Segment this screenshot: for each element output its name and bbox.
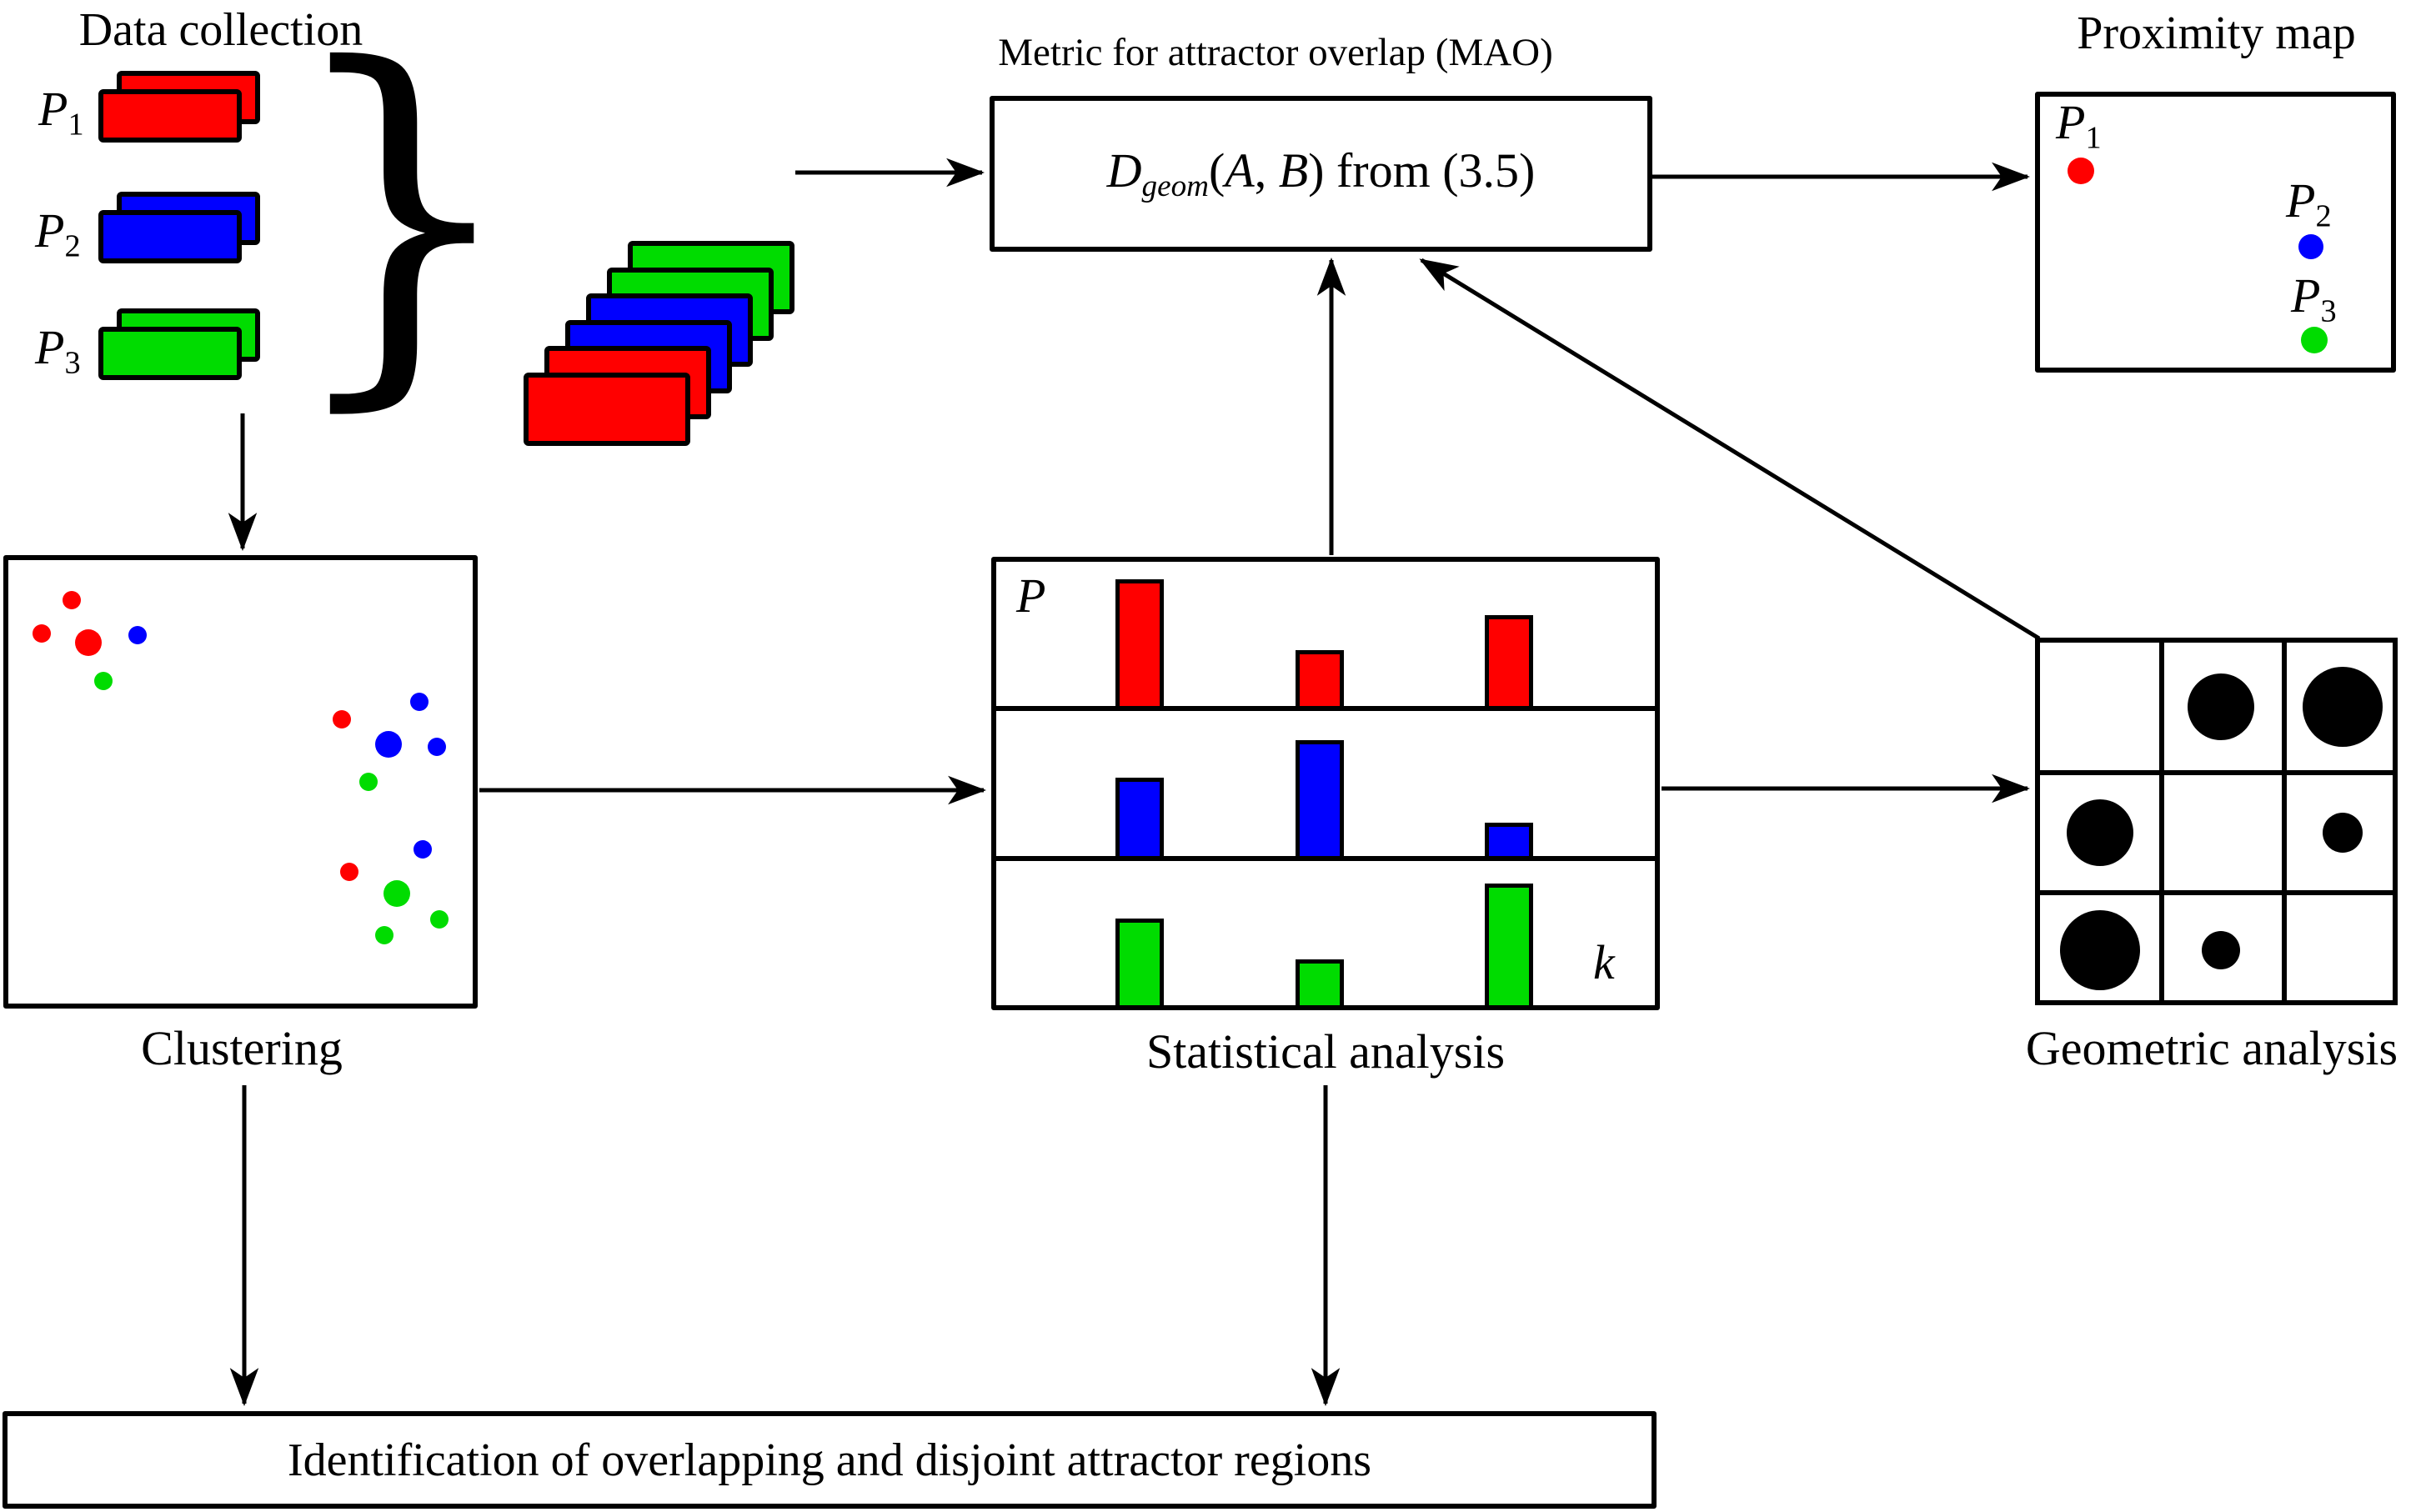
identification-text: Identification of overlapping and disjoi…	[287, 1434, 1372, 1486]
formula-arg-a: A	[1225, 143, 1255, 198]
cluster-dot	[359, 773, 378, 791]
mao-box: Dgeom(A, B) from (3.5)	[990, 96, 1652, 252]
distance-circle	[2060, 910, 2140, 990]
grid-vline	[2282, 643, 2287, 1000]
formula-rest: from (3.5)	[1324, 143, 1536, 198]
proximity-map-title: Proximity map	[2077, 8, 2356, 59]
geometric-analysis-label: Geometric analysis	[2025, 1021, 2398, 1075]
grid-hline	[2040, 770, 2393, 775]
cluster-dot	[428, 738, 446, 756]
dataset-rect-front	[98, 210, 242, 263]
stat-bar	[1485, 822, 1533, 856]
proximity-point-label: P2	[2286, 173, 2332, 234]
stat-axis-p-label: P	[1016, 568, 1046, 623]
stat-axis-k-label: k	[1593, 935, 1615, 989]
proximity-point-dot	[2298, 234, 2323, 259]
cluster-dot	[414, 840, 432, 859]
stat-bar	[1115, 778, 1164, 856]
formula-sub: geom	[1141, 169, 1209, 204]
distance-circle	[2303, 667, 2383, 747]
clustering-box	[3, 555, 478, 1009]
cluster-dot	[333, 710, 351, 728]
cluster-dot	[340, 863, 358, 881]
formula-d: D	[1106, 143, 1142, 198]
stack-rect	[524, 373, 690, 446]
cluster-dot	[383, 880, 410, 907]
dataset-label: P1	[38, 82, 84, 143]
stat-bar	[1296, 649, 1344, 707]
proximity-point-dot	[2068, 158, 2094, 184]
stat-bar	[1115, 578, 1164, 707]
stat-row	[996, 562, 1655, 707]
mao-title: Metric for attractor overlap (MAO)	[998, 31, 1553, 74]
proximity-map-box	[2035, 92, 2396, 373]
mao-formula: Dgeom(A, B) from (3.5)	[1106, 143, 1536, 204]
grid-vline	[2159, 643, 2164, 1000]
dataset-rect-front	[98, 89, 242, 143]
distance-circle	[2067, 799, 2133, 866]
cluster-dot	[33, 624, 51, 643]
clustering-label: Clustering	[141, 1021, 343, 1075]
cluster-dot	[128, 626, 147, 644]
stat-row	[996, 855, 1655, 1005]
proximity-point-label: P3	[2291, 268, 2337, 329]
distance-circle	[2202, 931, 2240, 969]
cluster-dot	[375, 926, 393, 944]
formula-arg-b: B	[1278, 143, 1309, 198]
cluster-dot	[75, 629, 102, 656]
cluster-dot	[63, 591, 81, 609]
identification-box: Identification of overlapping and disjoi…	[3, 1411, 1657, 1509]
stat-row	[996, 706, 1655, 856]
stat-bar	[1485, 615, 1533, 707]
cluster-dot	[94, 672, 113, 690]
cluster-dot	[430, 910, 449, 929]
cluster-dot	[375, 731, 402, 758]
stat-bar	[1296, 740, 1344, 856]
grid-hline	[2040, 890, 2393, 895]
stat-bar	[1485, 884, 1533, 1005]
data-collection-title: Data collection	[78, 4, 363, 56]
stat-bar-rows	[996, 562, 1655, 1005]
statistical-analysis-box: P k	[991, 557, 1660, 1010]
proximity-point-label: P1	[2056, 95, 2102, 156]
statistical-analysis-label: Statistical analysis	[1145, 1024, 1506, 1079]
proximity-point-dot	[2301, 327, 2328, 353]
distance-circle	[2323, 813, 2363, 853]
stat-bar	[1296, 959, 1344, 1005]
curly-brace: }	[283, 0, 521, 443]
distance-circle	[2188, 673, 2254, 740]
stat-bar	[1115, 919, 1164, 1005]
dataset-rect-front	[98, 327, 242, 380]
dataset-label: P3	[35, 320, 81, 381]
dataset-label: P2	[35, 203, 81, 264]
geometric-analysis-grid	[2035, 638, 2398, 1005]
cluster-dot	[410, 693, 429, 711]
